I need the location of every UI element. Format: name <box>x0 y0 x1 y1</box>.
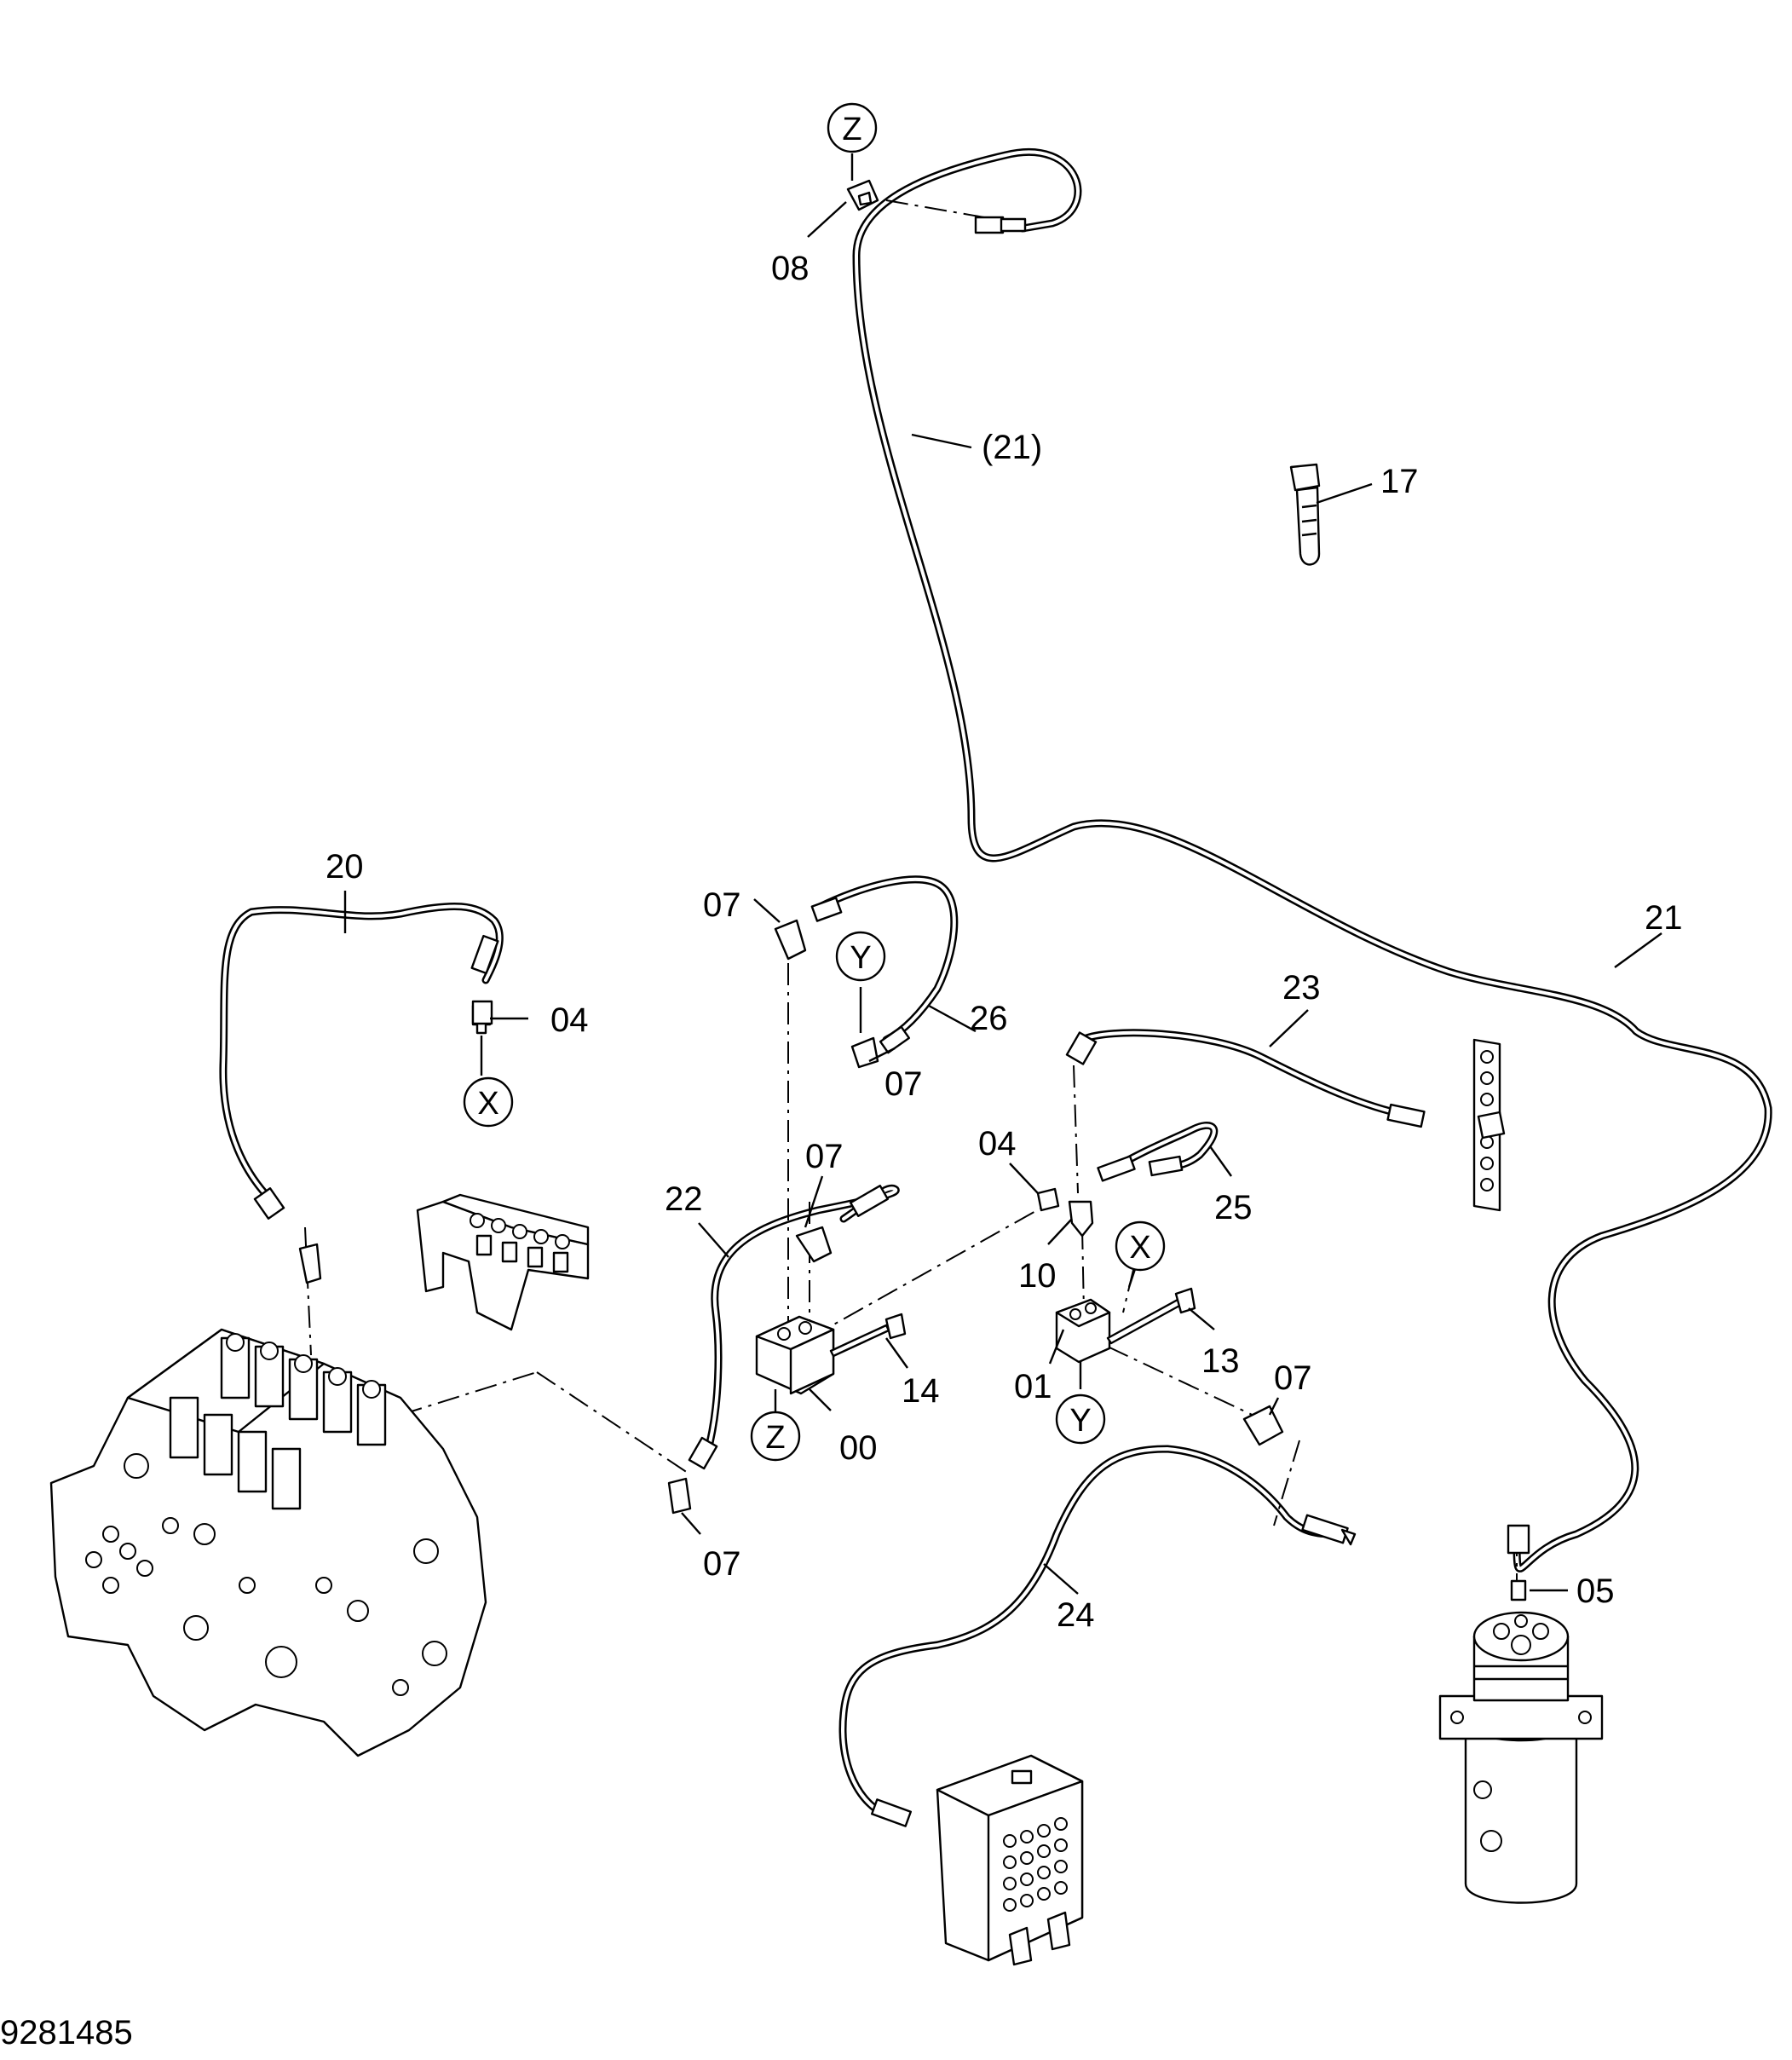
svg-text:X: X <box>477 1086 498 1122</box>
block-01 <box>1055 1298 1111 1364</box>
fitting-07-left <box>667 1436 718 1515</box>
drawing-number: 9281485 <box>0 2014 133 2051</box>
svg-text:Y: Y <box>850 940 871 976</box>
cable-tie-17 <box>1289 463 1321 566</box>
label-21: 21 <box>1645 899 1683 937</box>
svg-text:Z: Z <box>765 1420 785 1456</box>
bolt-13 <box>1106 1287 1196 1345</box>
fitting-23-ends <box>1065 1031 1426 1128</box>
hose-22 <box>703 1184 900 1457</box>
fitting-24-end <box>870 1514 1357 1827</box>
fitting-07-mid <box>795 1185 890 1263</box>
fitting-07-cluster-upper <box>774 897 911 1069</box>
marker-z-bottom: Z <box>750 1411 801 1462</box>
hose-26 <box>814 875 959 1044</box>
label-08: 08 <box>771 250 810 287</box>
center-swivel-joint <box>1438 1611 1604 1904</box>
label-25: 25 <box>1214 1189 1253 1226</box>
main-control-valve <box>49 1328 487 1757</box>
fitting-08 <box>846 179 1027 234</box>
label-07-upper-left: 07 <box>703 886 741 924</box>
label-14: 14 <box>902 1372 940 1410</box>
label-13: 13 <box>1201 1342 1240 1380</box>
label-05: 05 <box>1576 1572 1615 1610</box>
fitting-25-ends <box>1097 1155 1184 1182</box>
label-07-mid: 07 <box>805 1138 844 1175</box>
marker-z-top: Z <box>827 102 878 153</box>
svg-text:Z: Z <box>842 112 861 147</box>
fitting-21-lower <box>1507 1524 1530 1601</box>
label-21-ref: (21) <box>982 429 1042 466</box>
fitting-04-mid <box>1036 1187 1060 1212</box>
label-26: 26 <box>970 1000 1008 1037</box>
label-22: 22 <box>665 1180 703 1218</box>
block-00 <box>755 1315 835 1395</box>
hose-21 <box>852 147 1772 1572</box>
bolt-14 <box>829 1313 907 1358</box>
connection-markers: Z Y X X Y Z <box>463 102 1166 1462</box>
label-10: 10 <box>1018 1257 1057 1295</box>
small-control-valve <box>416 1193 590 1331</box>
manifold-strip <box>1472 1038 1506 1212</box>
label-07-right: 07 <box>1274 1359 1312 1397</box>
svg-text:X: X <box>1129 1230 1150 1266</box>
fitting-04-top <box>471 1000 493 1025</box>
hose-24 <box>838 1445 1342 1820</box>
hose-20 <box>219 903 504 1206</box>
label-07-upper: 07 <box>884 1065 923 1103</box>
label-24: 24 <box>1057 1596 1095 1634</box>
label-07-lower-left: 07 <box>703 1545 741 1583</box>
label-20: 20 <box>326 848 364 886</box>
hose-23 <box>1078 1029 1419 1121</box>
fitting-07-right <box>1242 1405 1284 1446</box>
label-04-mid: 04 <box>978 1125 1017 1163</box>
label-04-top: 04 <box>550 1001 589 1039</box>
marker-y-lower: Y <box>1055 1394 1106 1445</box>
label-01: 01 <box>1014 1368 1052 1405</box>
marker-x-left: X <box>463 1076 514 1128</box>
marker-y-upper: Y <box>835 931 886 982</box>
svg-text:Y: Y <box>1069 1403 1091 1439</box>
marker-x-right: X <box>1115 1220 1166 1272</box>
label-17: 17 <box>1380 463 1419 500</box>
leader-lines <box>343 153 1662 1595</box>
label-00: 00 <box>839 1429 878 1467</box>
callout-labels: 08 (21) 17 20 04 07 26 07 23 21 22 07 04… <box>326 250 1683 1634</box>
pilot-valve-block <box>936 1754 1084 1966</box>
fitting-10 <box>1068 1200 1094 1238</box>
label-23: 23 <box>1282 969 1321 1007</box>
